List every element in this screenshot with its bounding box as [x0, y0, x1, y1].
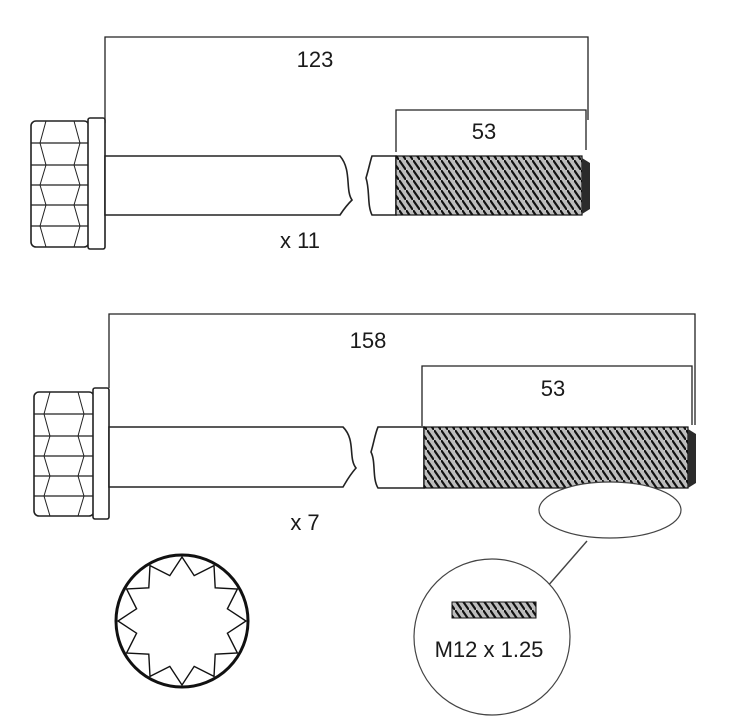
- bolt-shank: [108, 426, 358, 488]
- quantity-label: x 7: [290, 510, 319, 535]
- bolt-shank-break: [370, 426, 425, 489]
- bolt-thread-tip: [582, 158, 590, 214]
- callout-magnifier-circle: [413, 558, 571, 716]
- overall-length-dimension-line: [104, 36, 589, 123]
- magnified-thread: [451, 601, 537, 619]
- bolt-long: 158 53 x 7: [33, 313, 696, 535]
- quantity-label: x 11: [280, 228, 320, 253]
- overall-length-dimension-line: [108, 313, 696, 425]
- bolt-thread: [423, 426, 689, 489]
- thread-length-label: 53: [472, 119, 496, 144]
- bolt-head: [33, 387, 110, 520]
- overall-length-label: 158: [350, 328, 387, 353]
- 12-point-star-socket-icon: [114, 553, 250, 689]
- thread-detail-callout: M12 x 1.25: [413, 481, 682, 716]
- bolt-short: 123 53 x 11: [30, 36, 590, 253]
- star-socket-outline: [116, 555, 248, 687]
- bolt-head: [30, 117, 106, 250]
- bolt-thread: [395, 155, 583, 216]
- callout-source-ellipse: [538, 481, 682, 539]
- overall-length-label: 123: [297, 47, 334, 72]
- thread-length-label: 53: [541, 376, 565, 401]
- bolt-thread-tip: [688, 429, 696, 488]
- thread-spec-label: M12 x 1.25: [435, 637, 544, 662]
- bolt-shank-break: [365, 155, 397, 216]
- thread-length-dimension-line: [395, 109, 587, 152]
- bolt-shank: [104, 155, 354, 216]
- thread-length-dimension-line: [421, 365, 693, 426]
